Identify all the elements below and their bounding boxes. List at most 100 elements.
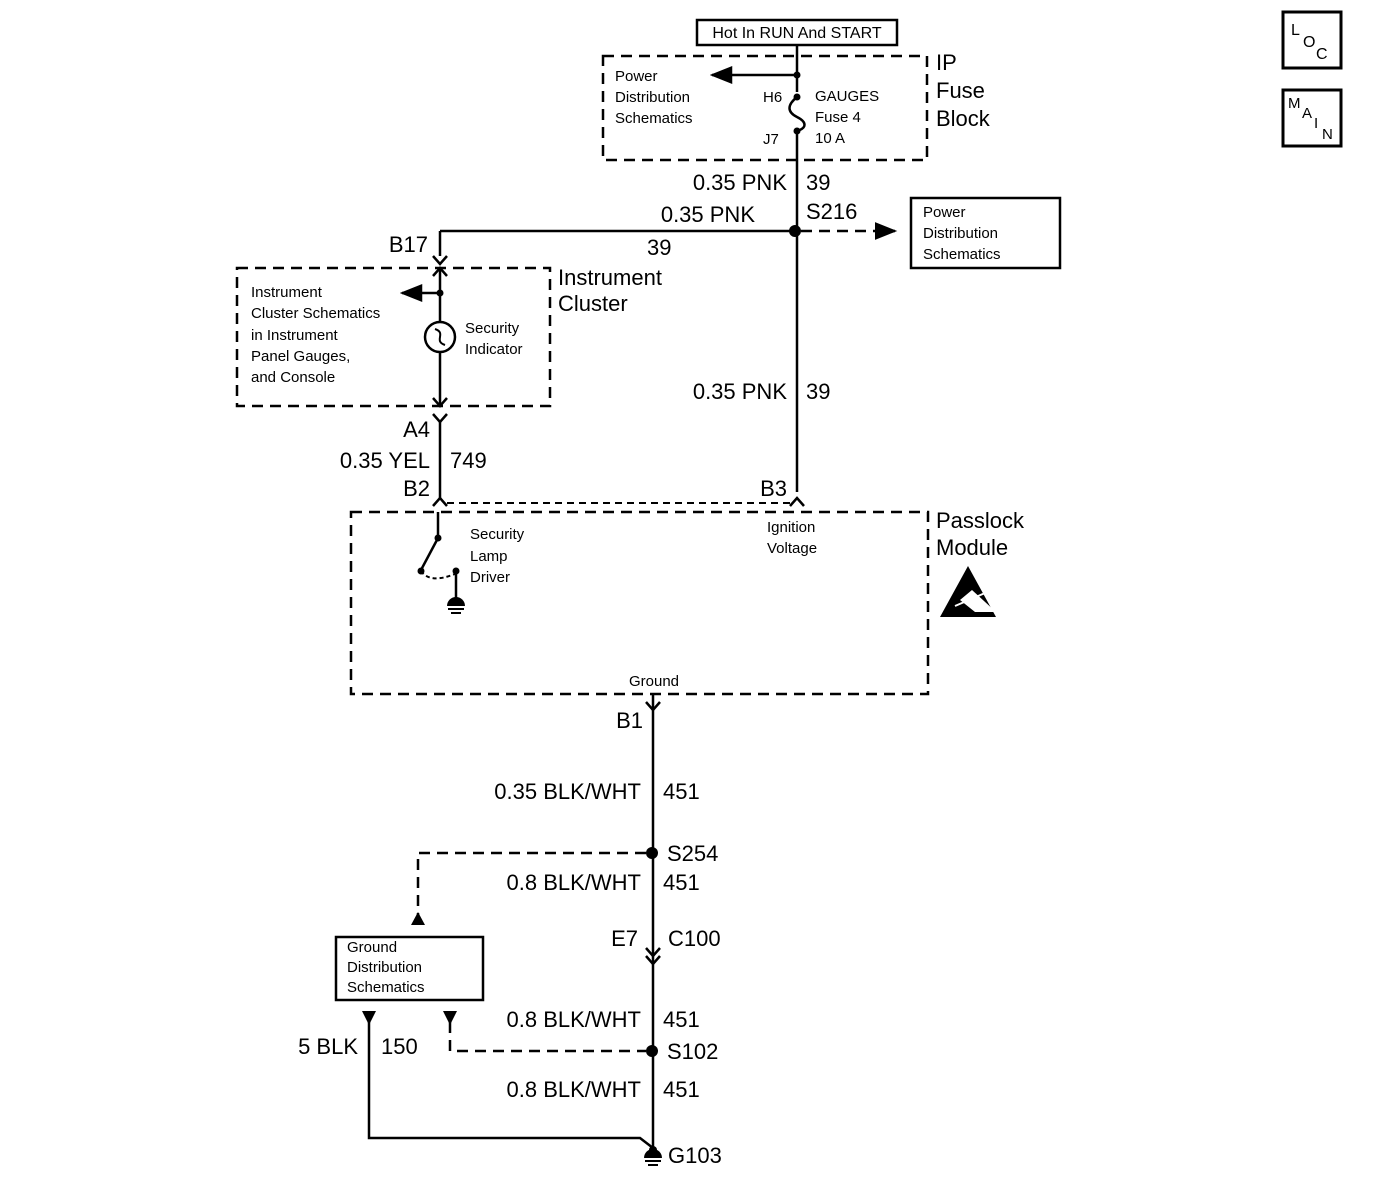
splice-s254 xyxy=(646,847,658,859)
main-letter-i: I xyxy=(1314,115,1318,132)
connector-c100-bottom xyxy=(645,955,661,966)
cluster-ref-line-5: and Console xyxy=(251,369,335,386)
main-letter-a: A xyxy=(1302,105,1312,122)
module-ground-label: Ground xyxy=(629,673,679,690)
cluster-ref-line-2: Cluster Schematics xyxy=(251,305,380,322)
indicator-label-1: Security xyxy=(465,320,520,337)
splice-s102-label: S102 xyxy=(667,1039,718,1064)
wire-3-gauge: 0.35 PNK xyxy=(693,379,787,404)
cluster-title-2: Cluster xyxy=(558,291,628,316)
fuse-element xyxy=(788,96,806,133)
fuse-ref-line-1: Power xyxy=(615,68,658,85)
splice-s102 xyxy=(646,1045,658,1057)
power-distribution-ref-box[interactable] xyxy=(909,196,1062,270)
connector-c100-top xyxy=(645,947,661,958)
loc-button[interactable]: L O C xyxy=(1281,10,1343,70)
ground-ref-line-1: Ground xyxy=(347,939,397,956)
driver-label-2: Lamp xyxy=(470,548,508,565)
wire-4-circuit: 749 xyxy=(450,448,487,473)
wire-6-gauge: 0.8 BLK/WHT xyxy=(507,870,641,895)
fuse-block-title-2: Fuse xyxy=(936,78,985,103)
wire-2-gauge: 0.35 PNK xyxy=(661,202,755,227)
security-indicator-bulb-icon xyxy=(423,320,457,354)
fuse-name: GAUGES xyxy=(815,88,879,105)
main-letter-m: M xyxy=(1288,95,1301,112)
wire-1-gauge: 0.35 PNK xyxy=(693,170,787,195)
splice-s216-label: S216 xyxy=(806,199,857,224)
power-ref-line-3: Schematics xyxy=(923,246,1001,263)
switch-control-link xyxy=(420,570,456,580)
wire-4-gauge: 0.35 YEL xyxy=(340,448,430,473)
module-title-1: Passlock xyxy=(936,508,1025,533)
ip-fuse-block-outline xyxy=(601,54,929,162)
instrument-cluster-outline xyxy=(235,266,552,408)
power-ref-line-2: Distribution xyxy=(923,225,998,242)
loc-letter-c: C xyxy=(1316,46,1328,63)
wire-1-circuit: 39 xyxy=(806,170,830,195)
ground-ref-line-2: Distribution xyxy=(347,959,422,976)
connector-b17 xyxy=(432,255,448,266)
wire-2-circuit: 39 xyxy=(647,235,671,260)
esd-warning-icon xyxy=(940,566,996,617)
connector-b3 xyxy=(789,496,805,507)
fuse-rating: 10 A xyxy=(815,130,845,147)
arrow-down-5blk xyxy=(362,1011,376,1025)
wire-7-gauge: 0.8 BLK/WHT xyxy=(507,1007,641,1032)
switch-blade xyxy=(419,537,440,571)
cluster-ref-line-3: in Instrument xyxy=(251,327,339,344)
cluster-pin-a4: A4 xyxy=(403,417,430,442)
fuse-ref-line-2: Distribution xyxy=(615,89,690,106)
wire-9-circuit: 150 xyxy=(381,1034,418,1059)
main-button[interactable]: M A I N xyxy=(1281,88,1343,148)
connector-pin-e7: E7 xyxy=(611,926,638,951)
ground-g103-label: G103 xyxy=(668,1143,722,1168)
ignition-label-2: Voltage xyxy=(767,540,817,557)
splice-s254-label: S254 xyxy=(667,841,718,866)
cluster-pin-b17: B17 xyxy=(389,232,428,257)
fuse-ref-line-3: Schematics xyxy=(615,110,693,127)
wire-8-circuit: 451 xyxy=(663,1077,700,1102)
loc-letter-o: O xyxy=(1303,34,1315,51)
cluster-ref-line-4: Panel Gauges, xyxy=(251,348,350,365)
driver-ground-icon xyxy=(447,597,465,614)
wire-s102-dashed xyxy=(448,1022,646,1053)
main-letter-n: N xyxy=(1322,126,1333,143)
indicator-label-2: Indicator xyxy=(465,341,523,358)
ground-distribution-ref-box[interactable] xyxy=(334,935,485,1002)
fuse-block-title-3: Block xyxy=(936,106,991,131)
connector-a4-inner xyxy=(432,397,448,408)
fuse-number: Fuse 4 xyxy=(815,109,861,126)
power-ref-line-1: Power xyxy=(923,204,966,221)
loc-letter-l: L xyxy=(1291,22,1300,39)
module-pin-b2: B2 xyxy=(403,476,430,501)
wire-9-gauge: 5 BLK xyxy=(298,1034,358,1059)
arrow-down-s102 xyxy=(443,1011,457,1025)
driver-label-3: Driver xyxy=(470,569,510,586)
passlock-module-outline xyxy=(349,510,930,696)
connector-a4 xyxy=(432,413,448,424)
wire-6-circuit: 451 xyxy=(663,870,700,895)
fuse-pin-in: H6 xyxy=(763,89,782,106)
fuse-pin-out: J7 xyxy=(763,131,779,148)
cluster-title-1: Instrument xyxy=(558,265,662,290)
module-title-2: Module xyxy=(936,535,1008,560)
arrow-up-ground-ref xyxy=(411,912,425,925)
fuse-block-title-1: IP xyxy=(936,50,957,75)
power-source-label: Hot In RUN And START xyxy=(712,25,881,42)
driver-label-1: Security xyxy=(470,526,525,543)
ground-g103-icon xyxy=(644,1149,662,1166)
module-pin-b1: B1 xyxy=(616,708,643,733)
wire-circuit-150 xyxy=(367,1022,654,1149)
wire-3-circuit: 39 xyxy=(806,379,830,404)
wire-5-gauge: 0.35 BLK/WHT xyxy=(494,779,641,804)
cluster-ref-line-1: Instrument xyxy=(251,284,323,301)
wire-8-gauge: 0.8 BLK/WHT xyxy=(507,1077,641,1102)
connector-c100-label: C100 xyxy=(668,926,721,951)
wire-5-circuit: 451 xyxy=(663,779,700,804)
connector-b2 xyxy=(432,496,448,507)
wire-to-ground-ref xyxy=(416,851,646,915)
module-pin-b3: B3 xyxy=(760,476,787,501)
ground-ref-line-3: Schematics xyxy=(347,979,425,996)
ignition-label-1: Ignition xyxy=(767,519,815,536)
